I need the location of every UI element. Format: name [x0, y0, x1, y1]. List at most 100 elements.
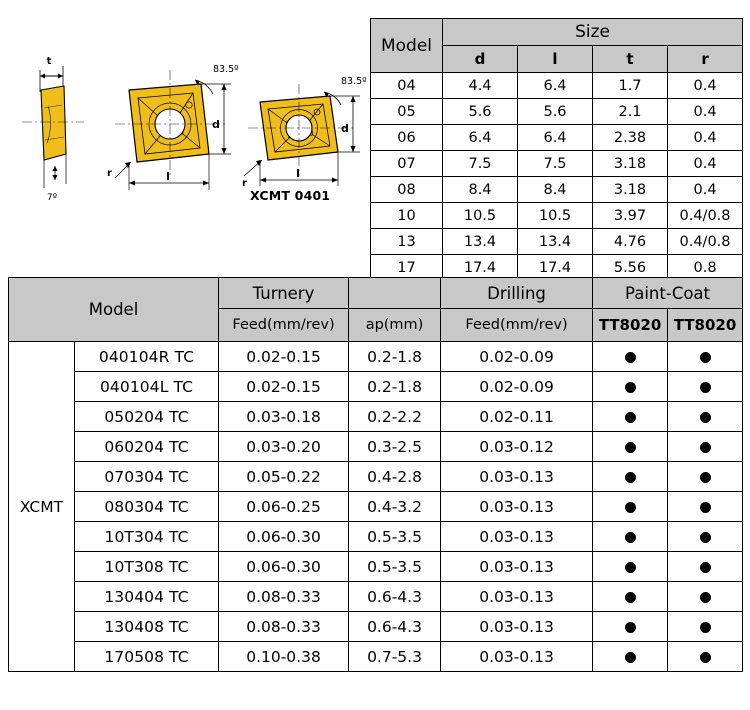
size-cell-l: 5.6 [517, 98, 593, 125]
size-cell-r: 0.4 [666, 98, 744, 125]
size-cell-t: 3.97 [592, 202, 668, 229]
spec-cell-coat-1 [592, 581, 669, 612]
spec-cell-drilling-feed: 0.03-0.13 [440, 581, 594, 612]
dim-label-included-angle: 83.5º [213, 64, 239, 75]
spec-family-label: XCMT [8, 341, 75, 672]
size-cell-d: 6.4 [442, 124, 518, 151]
size-cell-l: 17.4 [517, 254, 593, 281]
spec-cell-drilling-feed: 0.03-0.13 [440, 491, 594, 522]
spec-cell-coat-2 [667, 401, 744, 432]
insert-square-top-view-drawing: 83.5º d r l [107, 64, 239, 190]
coating-available-dot-icon [699, 531, 711, 543]
size-cell-r: 0.4 [666, 124, 744, 151]
spec-cell-drilling-feed: 0.03-0.13 [440, 611, 594, 642]
size-header-model: Model [370, 18, 443, 73]
spec-cell-model: 050204 TC [73, 401, 220, 432]
size-cell-d: 10.5 [442, 202, 518, 229]
spec-cell-drilling-feed: 0.03-0.12 [440, 431, 594, 462]
spec-cell-coat-2 [667, 341, 744, 372]
spec-cell-turnery-feed: 0.06-0.25 [218, 491, 350, 522]
size-cell-d: 17.4 [442, 254, 518, 281]
spec-cell-model: 130408 TC [73, 611, 220, 642]
spec-header-turnery-blank [348, 277, 442, 309]
spec-cell-coat-2 [667, 491, 744, 522]
spec-cell-turnery-feed: 0.03-0.20 [218, 431, 350, 462]
spec-cell-turnery-feed: 0.02-0.15 [218, 371, 350, 402]
spec-cell-drilling-feed: 0.02-0.11 [440, 401, 594, 432]
dim-label-r: r [107, 168, 112, 179]
spec-cell-coat-1 [592, 341, 669, 372]
spec-cell-coat-1 [592, 551, 669, 582]
size-header-t: t [592, 45, 668, 73]
spec-cell-model: 10T304 TC [73, 521, 220, 552]
coating-available-dot-icon [624, 411, 636, 423]
spec-cell-turnery-feed: 0.02-0.15 [218, 341, 350, 372]
size-cell-t: 3.18 [592, 176, 668, 203]
spec-cell-model: 130404 TC [73, 581, 220, 612]
spec-cell-coat-2 [667, 611, 744, 642]
spec-cell-coat-2 [667, 431, 744, 462]
drawing-caption: XCMT 0401 [250, 188, 331, 203]
spec-cell-ap: 0.5-3.5 [348, 551, 442, 582]
dim-label-d-rect: d [341, 122, 349, 135]
size-cell-t: 3.18 [592, 150, 668, 177]
spec-cell-model: 170508 TC [73, 641, 220, 672]
coating-available-dot-icon [624, 381, 636, 393]
size-cell-t: 1.7 [592, 72, 668, 99]
dim-label-t: t [47, 56, 52, 67]
spec-cell-turnery-feed: 0.06-0.30 [218, 521, 350, 552]
spec-cell-coat-2 [667, 641, 744, 672]
spec-cell-ap: 0.2-1.8 [348, 371, 442, 402]
insert-side-view-drawing: t 7º [22, 56, 84, 203]
spec-cell-turnery-feed: 0.08-0.33 [218, 611, 350, 642]
size-cell-d: 8.4 [442, 176, 518, 203]
size-cell-l: 6.4 [517, 124, 593, 151]
size-cell-r: 0.4/0.8 [666, 202, 744, 229]
spec-cell-coat-1 [592, 401, 669, 432]
coating-available-dot-icon [624, 351, 636, 363]
insert-drawings-panel: t 7º 83.5º [0, 0, 370, 262]
insert-rect-top-view-drawing: 83.5º d r l [242, 76, 367, 189]
spec-cell-coat-1 [592, 461, 669, 492]
coating-available-dot-icon [699, 621, 711, 633]
size-cell-model: 13 [370, 228, 443, 255]
spec-cell-coat-1 [592, 611, 669, 642]
size-cell-r: 0.4 [666, 176, 744, 203]
spec-header-coat-1: TT8020 [592, 308, 669, 342]
spec-table: Model Turnery Drilling Paint-Coat Feed(m… [7, 277, 744, 672]
coating-available-dot-icon [624, 531, 636, 543]
spec-cell-turnery-feed: 0.10-0.38 [218, 641, 350, 672]
spec-cell-ap: 0.7-5.3 [348, 641, 442, 672]
coating-available-dot-icon [699, 411, 711, 423]
dim-label-clearance-angle: 7º [47, 193, 57, 203]
coating-available-dot-icon [699, 471, 711, 483]
size-cell-model: 05 [370, 98, 443, 125]
size-cell-t: 2.38 [592, 124, 668, 151]
spec-cell-drilling-feed: 0.03-0.13 [440, 551, 594, 582]
spec-cell-coat-2 [667, 371, 744, 402]
spec-cell-model: 060204 TC [73, 431, 220, 462]
spec-cell-coat-1 [592, 371, 669, 402]
size-cell-d: 4.4 [442, 72, 518, 99]
size-cell-r: 0.4/0.8 [666, 228, 744, 255]
spec-cell-drilling-feed: 0.03-0.13 [440, 641, 594, 672]
spec-cell-coat-2 [667, 461, 744, 492]
size-cell-model: 06 [370, 124, 443, 151]
spec-cell-model: 10T308 TC [73, 551, 220, 582]
size-header-size: Size [441, 18, 744, 46]
size-cell-model: 07 [370, 150, 443, 177]
spec-cell-drilling-feed: 0.03-0.13 [440, 521, 594, 552]
dim-label-included-angle-rect: 83.5º [341, 76, 367, 87]
coating-available-dot-icon [699, 591, 711, 603]
